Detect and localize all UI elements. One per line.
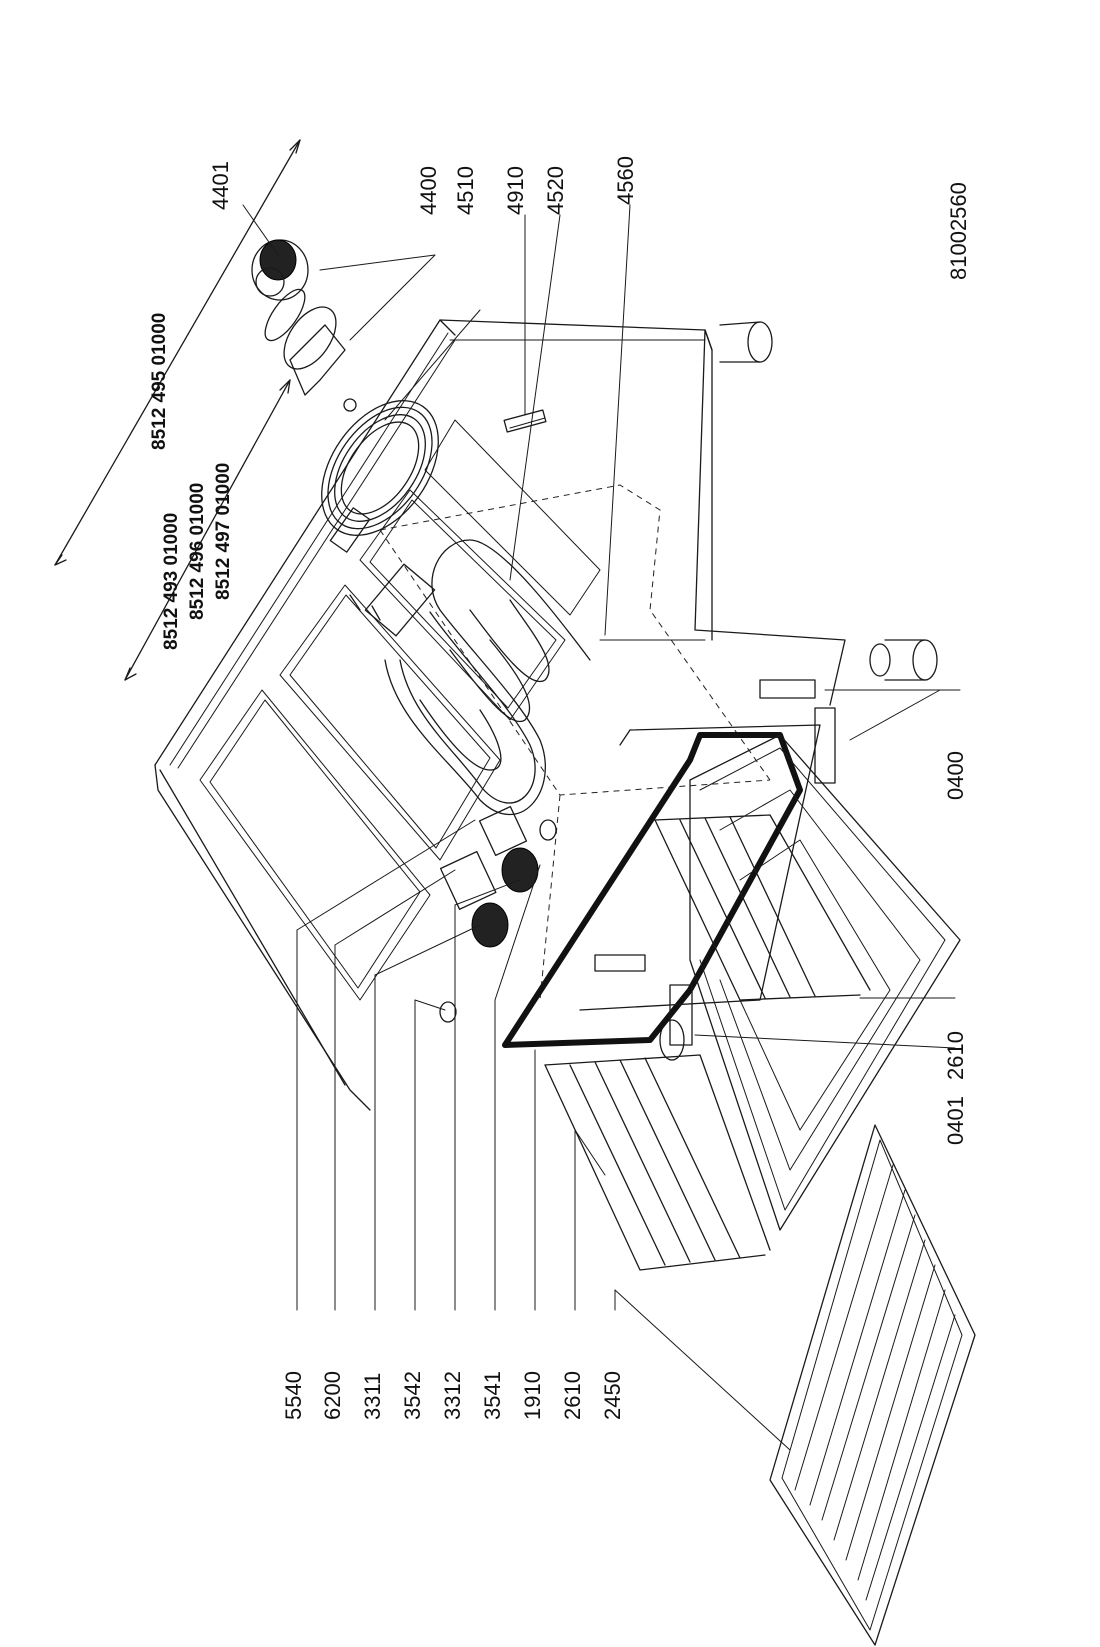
part-label-2610-right: 2610: [943, 1031, 968, 1080]
kit-lower-label-1: 8512 493 01000: [161, 512, 182, 650]
part-label-4401: 4401: [208, 161, 233, 210]
part-label-3542: 3542: [400, 1371, 425, 1420]
kit-upper-label: 8512 495 01000: [149, 312, 170, 450]
part-label-4510: 4510: [453, 166, 478, 215]
part-label-3312: 3312: [440, 1371, 465, 1420]
door-seal: [502, 724, 821, 1048]
part-label-4400: 4400: [416, 166, 441, 215]
control-knobs: [439, 805, 557, 1023]
shelf-support-right: [654, 814, 871, 1001]
part-label-2610-left: 2610: [560, 1371, 585, 1420]
part-label-1910: 1910: [520, 1371, 545, 1420]
door-hinges: [594, 679, 836, 1046]
part-label-4520: 4520: [543, 166, 568, 215]
kit-lower-label-2: 8512 496 01000: [187, 482, 208, 620]
drawing-number: 81002560: [946, 182, 971, 280]
oven-body: [154, 319, 938, 1111]
leader-lines: [242, 204, 961, 1451]
grill-element: [349, 539, 591, 815]
small-connector: [503, 409, 547, 433]
fan-assembly: [251, 239, 357, 412]
part-label-4910: 4910: [503, 166, 528, 215]
part-label-4560: 4560: [613, 156, 638, 205]
kit-lower-label-3: 8512 497 01000: [213, 462, 234, 600]
oven-rack: [769, 1124, 976, 1646]
kit-dimension-lines: [54, 139, 301, 681]
part-label-5540: 5540: [281, 1371, 306, 1420]
cavity-outline: [379, 484, 771, 1001]
part-label-0400: 0400: [943, 751, 968, 800]
circular-element: [321, 400, 439, 553]
part-label-3311: 3311: [360, 1372, 385, 1420]
part-label-6200: 6200: [320, 1371, 345, 1420]
part-label-3541: 3541: [480, 1371, 505, 1420]
base-tray: [689, 734, 961, 1231]
part-label-0401: 0401: [943, 1096, 968, 1145]
shelf-support-left: [544, 1054, 771, 1271]
part-label-2450: 2450: [600, 1371, 625, 1420]
